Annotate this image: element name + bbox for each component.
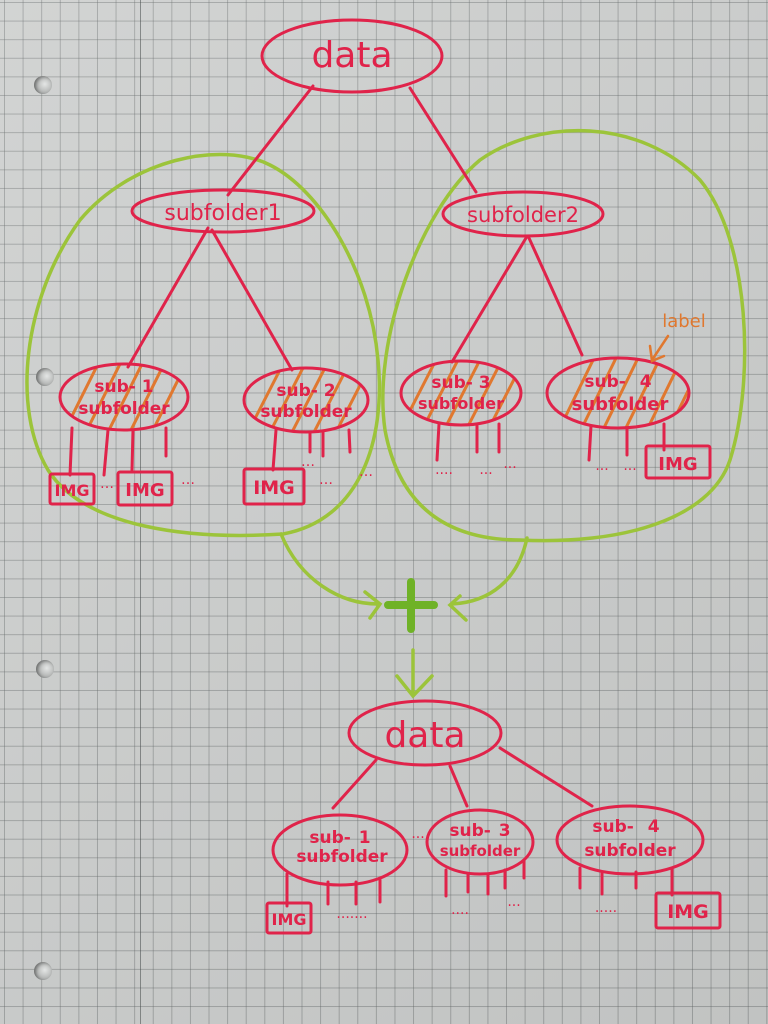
sub3-number: 3 bbox=[479, 373, 491, 393]
ellipsis: … bbox=[181, 472, 195, 488]
ellipsis: ..... bbox=[595, 900, 617, 916]
bottom-root-label: data bbox=[384, 715, 465, 756]
svg-text:sub-3: sub- 3 bbox=[449, 821, 510, 841]
bottom-sub1-line2: subfolder bbox=[296, 847, 388, 867]
svg-text:IMG: IMG bbox=[125, 480, 164, 501]
ellipsis: … bbox=[359, 464, 373, 480]
ellipsis: .... bbox=[451, 902, 469, 918]
bottom-sub3-line1: sub- bbox=[449, 821, 490, 841]
svg-text:IMG: IMG bbox=[54, 481, 89, 500]
sub2-number: 2 bbox=[324, 381, 336, 401]
node-sub-subfolder-1: sub- 1 subfolder IMG … IMG … bbox=[48, 362, 195, 507]
ellipsis: ....... bbox=[336, 906, 367, 922]
img-file-1a: IMG bbox=[48, 472, 96, 506]
ellipsis: ... bbox=[507, 894, 520, 910]
ellipsis: ... bbox=[479, 462, 492, 478]
group-outline-subfolder2 bbox=[381, 128, 747, 543]
sub1-number: 1 bbox=[142, 377, 154, 397]
node-sub-subfolder-3: sub- 3 subfolder .... ... ... bbox=[399, 359, 523, 478]
sub4-line1: sub- bbox=[584, 372, 625, 392]
punch-hole-4 bbox=[34, 962, 52, 980]
bottom-sub3-number: 3 bbox=[499, 821, 511, 841]
bottom-img-file-1: IMG bbox=[265, 901, 313, 935]
svg-text:sub-1: sub- 1 bbox=[309, 828, 370, 848]
sub4-line2: subfolder bbox=[572, 394, 669, 415]
node-sub-subfolder-4: sub- 4 subfolder ... ... IMG bbox=[545, 356, 712, 480]
node-sub-subfolder-2: sub- 2 subfolder … IMG … … bbox=[242, 366, 373, 506]
ellipsis: … bbox=[100, 476, 114, 492]
subfolder2-label: subfolder2 bbox=[467, 203, 579, 227]
bottom-tree-edges bbox=[331, 746, 594, 810]
svg-text:sub-1: sub- 1 bbox=[94, 377, 153, 397]
bottom-sub3-line2: subfolder bbox=[440, 842, 521, 860]
ellipsis: ... bbox=[623, 458, 636, 474]
bottom-sub1-number: 1 bbox=[359, 828, 371, 848]
bottom-img-file-4: IMG bbox=[654, 891, 722, 930]
annotation-arrow-icon bbox=[648, 334, 670, 363]
sub1-line1: sub- bbox=[94, 377, 135, 397]
ellipsis-between-nodes: ... bbox=[411, 826, 424, 842]
sub2-line1: sub- bbox=[276, 381, 317, 401]
svg-text:IMG: IMG bbox=[658, 454, 697, 475]
svg-text:sub-4: sub- 4 bbox=[592, 817, 659, 837]
plus-operator-icon bbox=[384, 578, 438, 633]
img-file-2a: IMG bbox=[242, 467, 306, 506]
img-file-4a: IMG bbox=[644, 444, 712, 480]
sub4-number: 4 bbox=[640, 372, 652, 392]
label-hatching bbox=[244, 368, 368, 432]
bottom-sub4-line1: sub- bbox=[592, 817, 633, 837]
ellipsis: … bbox=[319, 472, 333, 488]
bottom-sub4-line2: subfolder bbox=[584, 841, 676, 861]
group-outline-subfolder1 bbox=[25, 152, 382, 538]
svg-text:IMG: IMG bbox=[253, 477, 295, 499]
svg-text:sub-2: sub- 2 bbox=[276, 381, 335, 401]
punch-hole-2 bbox=[36, 368, 54, 386]
svg-text:IMG: IMG bbox=[667, 901, 709, 923]
bottom-sub1-line1: sub- bbox=[309, 828, 350, 848]
punch-hole-1 bbox=[34, 76, 52, 94]
svg-text:IMG: IMG bbox=[271, 910, 306, 929]
sub3-line1: sub- bbox=[431, 373, 472, 393]
punch-hole-3 bbox=[36, 660, 54, 678]
ellipsis: .... bbox=[435, 462, 453, 478]
sub1-line2: subfolder bbox=[78, 399, 170, 419]
arrow-right-to-plus bbox=[450, 536, 529, 606]
top-root-node-data: data bbox=[260, 18, 444, 94]
top-root-label: data bbox=[311, 35, 392, 76]
svg-text:sub-4: sub- 4 bbox=[584, 372, 651, 392]
subfolder1-label: subfolder1 bbox=[164, 201, 281, 226]
paper-margin-line bbox=[140, 0, 142, 1024]
sub2-line2: subfolder bbox=[260, 402, 352, 422]
img-file-1b: IMG bbox=[116, 470, 174, 507]
ellipsis: ... bbox=[595, 458, 608, 474]
label-annotation: label bbox=[648, 311, 706, 363]
svg-text:sub-3: sub- 3 bbox=[431, 373, 490, 393]
bottom-node-sub-subfolder-1: sub- 1 subfolder IMG ....... bbox=[265, 813, 409, 935]
label-annotation-text: label bbox=[662, 311, 706, 332]
top-tree-edges bbox=[126, 84, 584, 372]
merge-arrows bbox=[279, 532, 529, 699]
bottom-node-sub-subfolder-3: sub- 3 subfolder .... ... bbox=[425, 808, 535, 918]
bottom-root-node-data: data bbox=[347, 699, 503, 767]
node-subfolder1: subfolder1 bbox=[130, 188, 316, 234]
ellipsis: ... bbox=[503, 456, 516, 472]
bottom-node-sub-subfolder-4: sub- 4 subfolder ..... IMG bbox=[555, 804, 722, 930]
ellipsis: … bbox=[301, 454, 315, 470]
bottom-sub4-number: 4 bbox=[648, 817, 660, 837]
node-subfolder2: subfolder2 bbox=[441, 190, 605, 238]
arrow-left-to-plus bbox=[279, 532, 380, 606]
sub3-line2: subfolder bbox=[418, 394, 504, 413]
